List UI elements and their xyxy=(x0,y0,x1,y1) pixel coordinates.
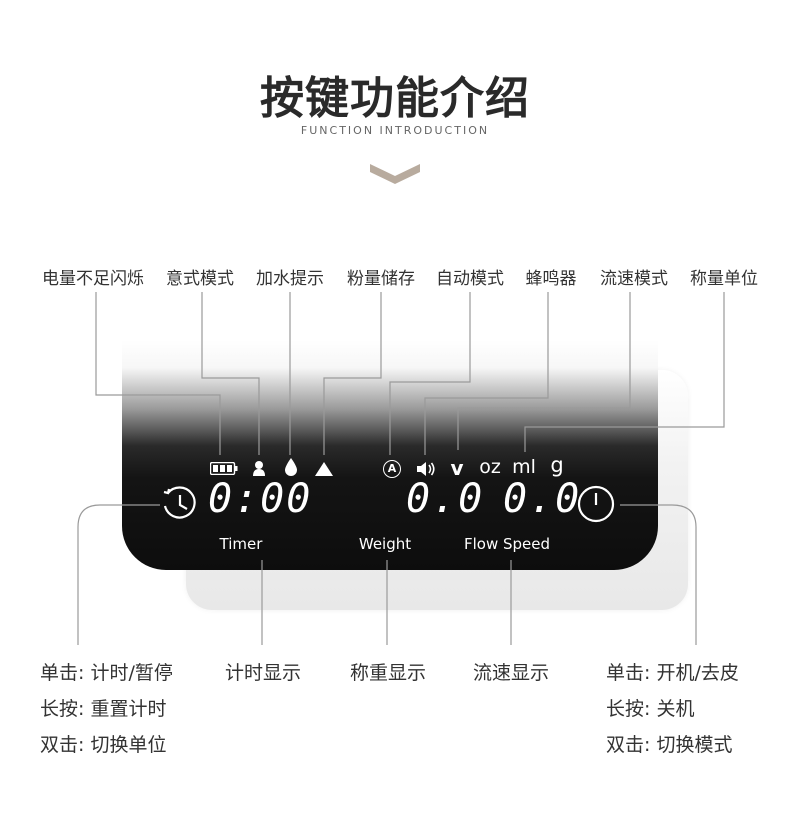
label-auto-mode: 自动模式 xyxy=(436,269,504,289)
timer-display-caption: 计时显示 xyxy=(224,662,302,684)
unit-oz: oz xyxy=(479,456,501,478)
flow-display-caption: 流速显示 xyxy=(472,662,550,684)
label-weight-unit: 称量单位 xyxy=(690,269,758,289)
timer-display: 0:00 xyxy=(208,476,313,522)
battery-icon xyxy=(210,462,238,475)
flow-speed-label: Flow Speed xyxy=(463,535,551,553)
left-button-single-click: 单击: 计时/暂停 xyxy=(40,662,173,684)
water-drop-icon xyxy=(285,458,297,476)
right-button-long-press: 长按: 关机 xyxy=(606,698,695,720)
flow-speed-display: 0.0 xyxy=(503,476,582,522)
chevron-down-icon xyxy=(370,164,420,184)
flow-v-icon: v xyxy=(450,456,464,480)
page-subtitle: FUNCTION INTRODUCTION xyxy=(300,124,490,137)
page-title: 按键功能介绍 xyxy=(260,73,530,124)
right-button-double-click: 双击: 切换模式 xyxy=(606,734,733,756)
label-add-water: 加水提示 xyxy=(256,269,324,289)
timer-button[interactable] xyxy=(160,484,200,524)
unit-g: g xyxy=(550,453,564,477)
label-buzzer: 蜂鸣器 xyxy=(525,269,577,289)
timer-icon xyxy=(163,486,196,519)
power-icon xyxy=(577,485,615,523)
weight-label: Weight xyxy=(358,535,412,553)
timer-label: Timer xyxy=(219,535,263,553)
auto-mode-icon: A xyxy=(383,460,401,478)
weight-display: 0.0 xyxy=(406,476,485,522)
label-dose-memory: 粉量储存 xyxy=(347,269,415,289)
triangle-icon xyxy=(315,462,333,476)
left-button-long-press: 长按: 重置计时 xyxy=(40,698,167,720)
weight-display-caption: 称重显示 xyxy=(349,662,427,684)
speaker-icon xyxy=(417,462,435,476)
unit-ml: ml xyxy=(512,456,536,478)
label-low-battery: 电量不足闪烁 xyxy=(42,269,144,289)
label-espresso-mode: 意式模式 xyxy=(166,269,234,289)
label-flow-mode: 流速模式 xyxy=(600,269,668,289)
person-icon xyxy=(253,461,265,476)
left-button-double-click: 双击: 切换单位 xyxy=(40,734,167,756)
right-button-single-click: 单击: 开机/去皮 xyxy=(606,662,739,684)
power-button[interactable] xyxy=(576,484,616,524)
